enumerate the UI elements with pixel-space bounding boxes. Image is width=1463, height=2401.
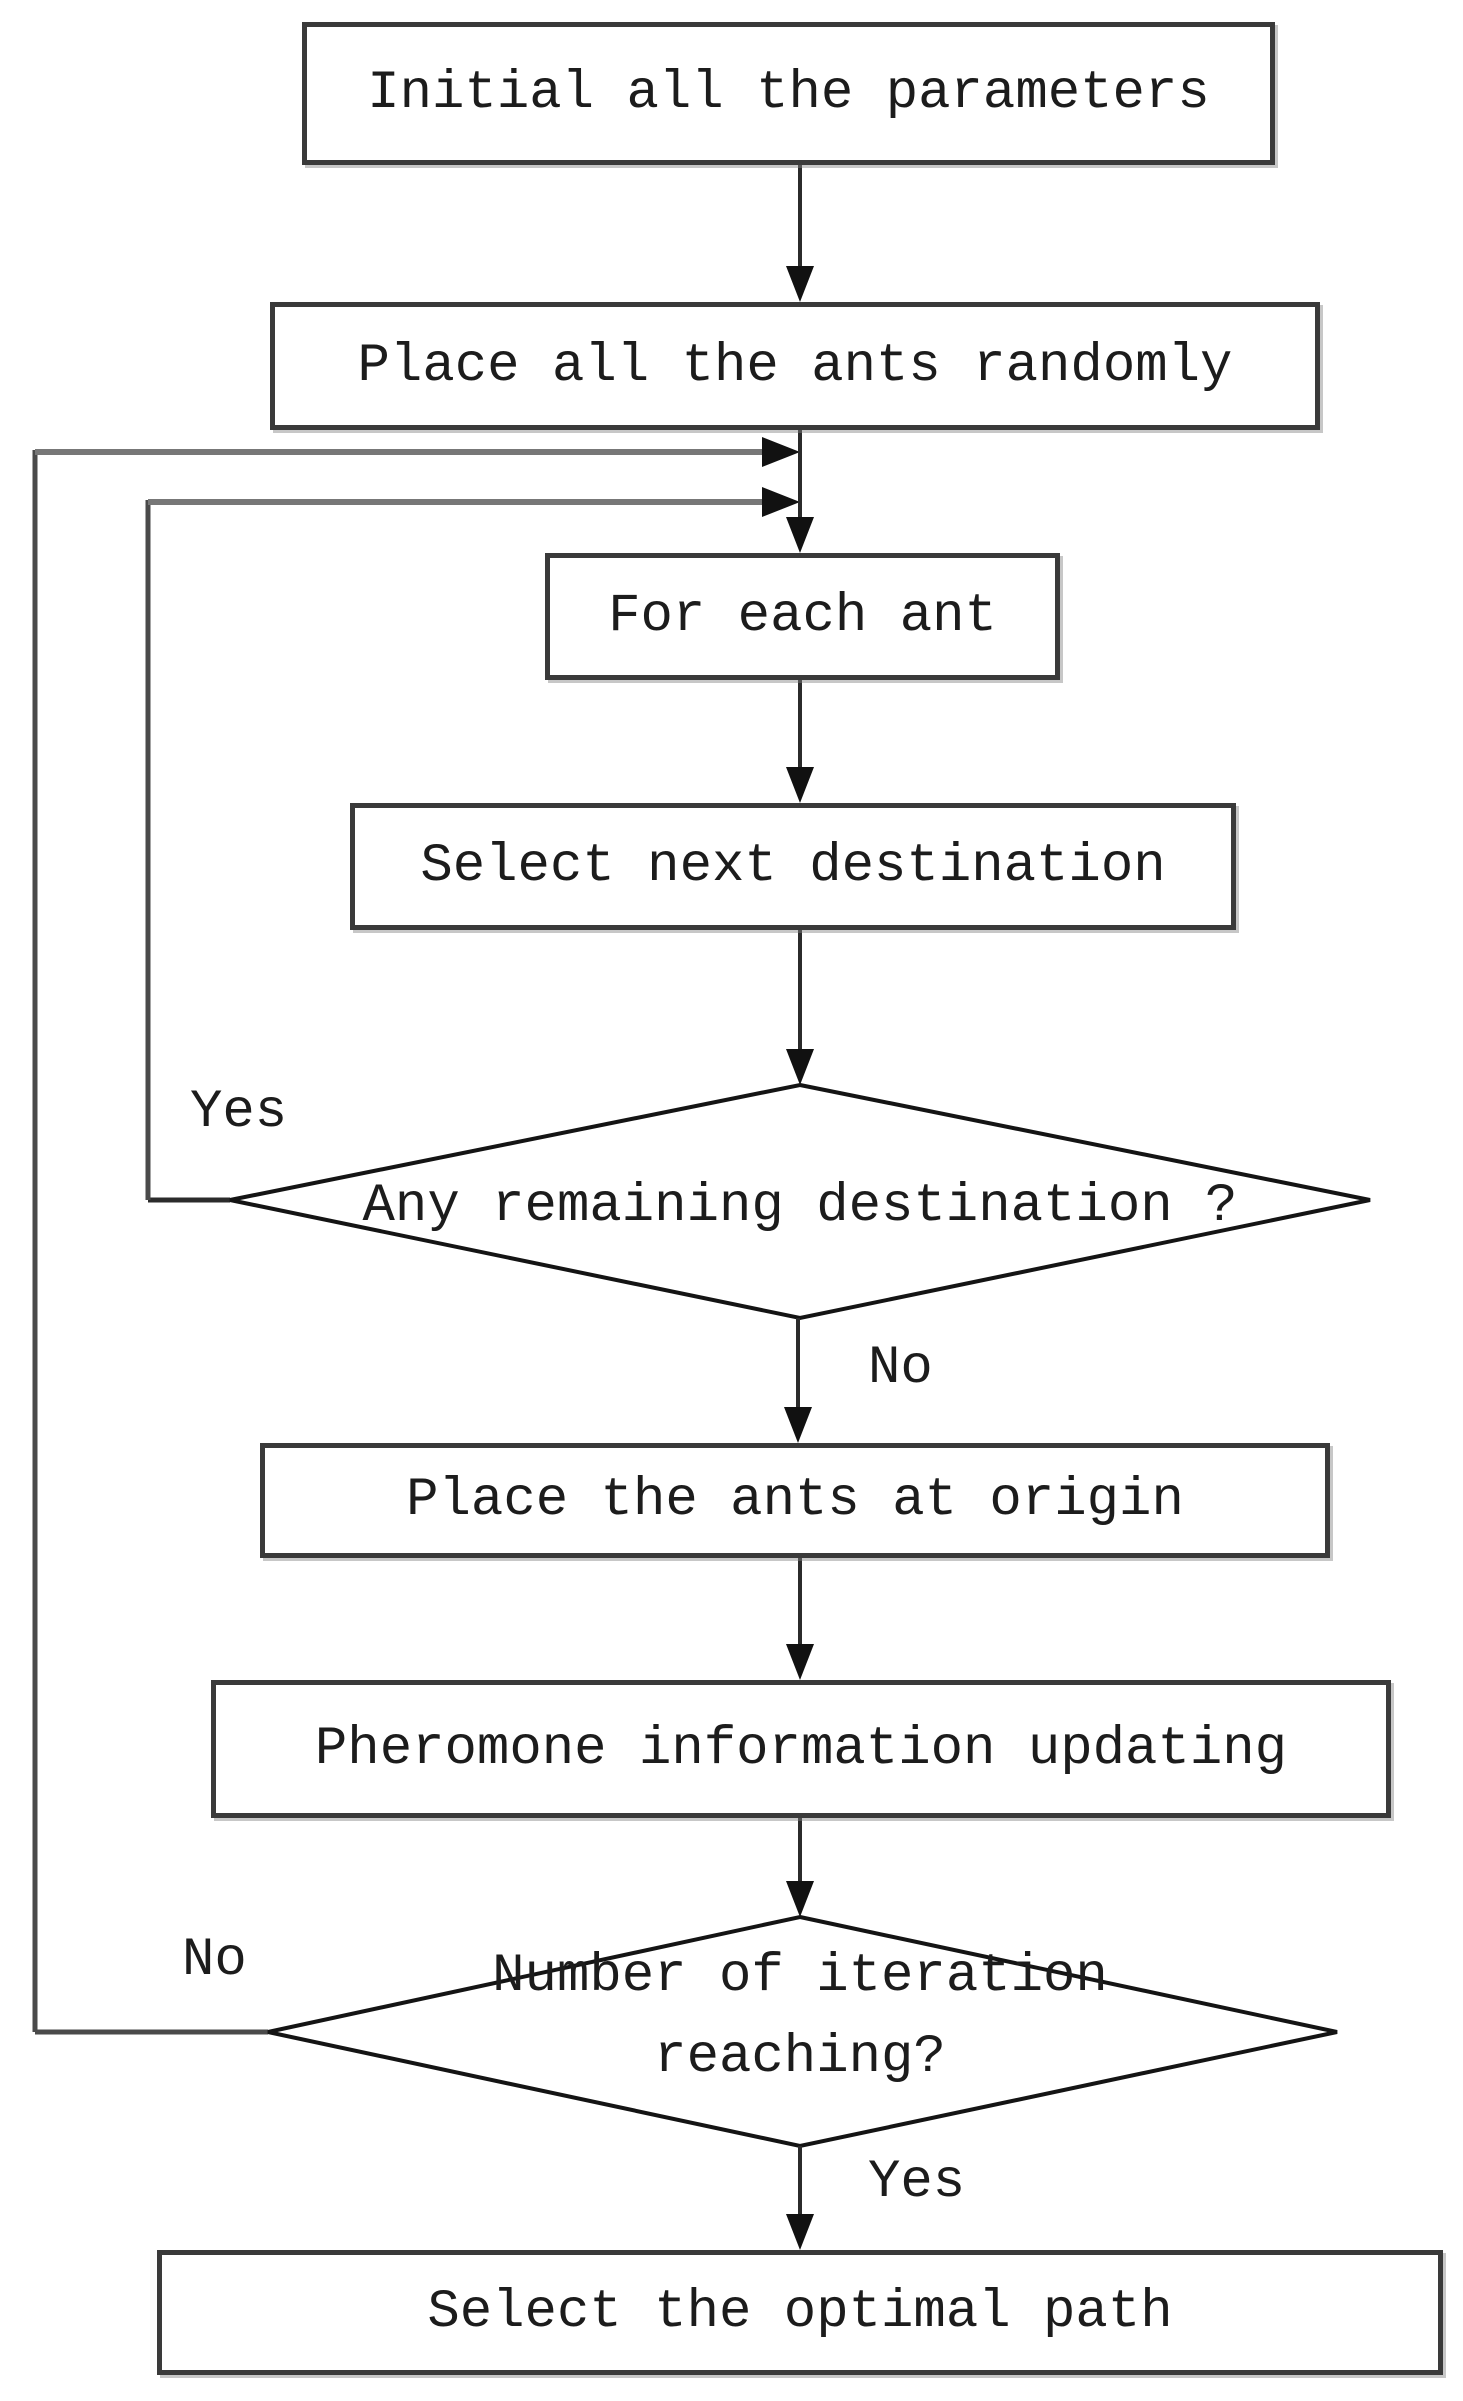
node-place-ants-at-origin: Place the ants at origin: [260, 1443, 1330, 1558]
arrowhead-down: [784, 1407, 812, 1443]
node-label: For each ant: [608, 586, 997, 647]
edge-origin-to-pheromone: [786, 1558, 814, 1680]
arrowhead-right: [762, 487, 800, 517]
node-label: Place all the ants randomly: [357, 335, 1233, 397]
edge-select-to-remaining: [786, 930, 814, 1085]
edge-iteration-no-loop: [32, 437, 800, 2035]
branch-label-iteration-yes: Yes: [868, 2152, 966, 2213]
edge-init-to-place: [786, 165, 814, 302]
node-label: Pheromone information updating: [314, 1718, 1288, 1780]
edge-pheromone-to-iteration: [786, 1818, 814, 1917]
node-place-ants-randomly: Place all the ants randomly: [270, 302, 1320, 430]
arrowhead-right: [762, 437, 800, 467]
node-label: Select next destination: [420, 836, 1166, 897]
edge-remaining-no: [784, 1318, 812, 1443]
node-select-optimal-path: Select the optimal path: [157, 2250, 1443, 2375]
arrowhead-down: [786, 1881, 814, 1917]
node-select-next-destination: Select next destination: [350, 803, 1236, 930]
branch-label-remaining-yes: Yes: [190, 1082, 288, 1143]
node-label: Select the optimal path: [427, 2282, 1173, 2343]
decision-label-any-remaining: Any remaining destination ?: [362, 1176, 1238, 1237]
node-for-each-ant: For each ant: [545, 553, 1060, 680]
edge-place-to-foreach: [786, 430, 814, 553]
node-pheromone-updating: Pheromone information updating: [211, 1680, 1391, 1818]
node-initial-parameters: Initial all the parameters: [302, 22, 1275, 165]
edge-iteration-yes: [786, 2146, 814, 2250]
decision-label-iteration: Number of iteration reaching?: [492, 1946, 1108, 2088]
edge-foreach-to-select: [786, 680, 814, 803]
node-label: Place the ants at origin: [406, 1470, 1184, 1531]
arrowhead-down: [786, 767, 814, 803]
branch-label-iteration-no: No: [182, 1930, 247, 1991]
arrowhead-down: [786, 266, 814, 302]
node-label: Initial all the parameters: [367, 63, 1210, 124]
arrowhead-down: [786, 517, 814, 553]
branch-label-remaining-no: No: [868, 1338, 933, 1399]
edge-remaining-yes-loop: [145, 487, 800, 1203]
arrowhead-down: [786, 1049, 814, 1085]
arrowhead-down: [786, 2214, 814, 2250]
arrowhead-down: [786, 1644, 814, 1680]
